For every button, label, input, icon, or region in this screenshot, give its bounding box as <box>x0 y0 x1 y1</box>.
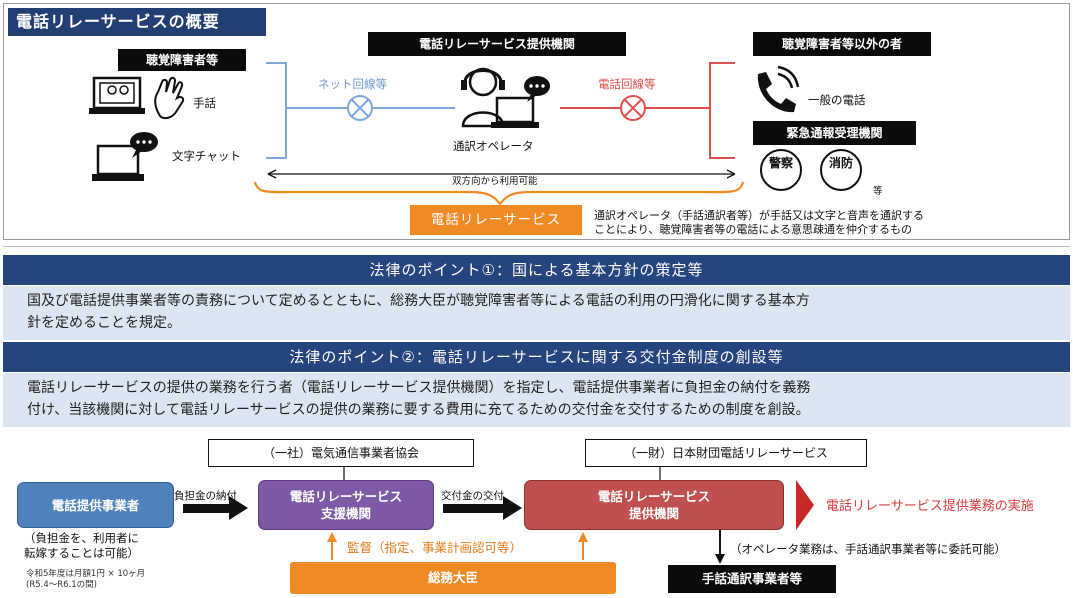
support-org-box: 電話リレーサービス 支援機関 <box>258 480 434 530</box>
operator-outsourcing-note: （オペレータ業務は、手話通訳事業者等に委託可能） <box>730 542 1006 556</box>
law-point-2-header: 法律のポイント②：電話リレーサービスに関する交付金制度の創設等 <box>3 342 1070 372</box>
etc-label: 等 <box>873 186 883 197</box>
implementation-label: 電話リレーサービス提供業務の実施 <box>826 499 1034 514</box>
hand-sign-icon <box>154 76 185 120</box>
phone-line-label: 電話回線等 <box>598 77 656 91</box>
support-org-line-2: 支援機関 <box>320 506 371 521</box>
supervision-label: 監督（指定、事業計画認可等） <box>347 540 523 555</box>
fee-note: 令和5年度は月額1円 × 10ヶ月 (R5.4～R6.1の間) <box>26 569 145 591</box>
nippon-foundation-label-box: （一財）日本財団電話リレーサービス <box>585 439 867 467</box>
provision-org-line-2: 提供機関 <box>628 506 679 521</box>
fee-note-line-1: 令和5年度は月額1円 × 10ヶ月 <box>26 569 146 579</box>
grant-label: 交付金の交付 <box>441 490 504 502</box>
text-chat-label: 文字チャット <box>172 149 241 163</box>
sign-language-label: 手話 <box>193 96 216 110</box>
overview-panel <box>3 3 1070 240</box>
provider-note: （負担金を、利用者に 転嫁することは可能） <box>24 531 139 561</box>
fire-badge: 消防 <box>820 149 862 191</box>
non-impaired-label: 聴覚障害者等以外の者 <box>753 32 931 56</box>
minister-box: 総務大臣 <box>290 562 616 594</box>
provision-org-box: 電話リレーサービス 提供機関 <box>524 480 784 530</box>
operator-label: 通訳オペレータ <box>453 139 534 153</box>
law-point-1-line-1: 国及び電話提供事業者等の責務について定めるとともに、総務大臣が聴覚障害者等による… <box>27 293 810 309</box>
burden-payment-label: 負担金の納付 <box>174 490 237 502</box>
fee-note-line-2: (R5.4～R6.1の間) <box>26 580 97 590</box>
law-point-1-body: 国及び電話提供事業者等の責務について定めるとともに、総務大臣が聴覚障害者等による… <box>3 286 1070 340</box>
tca-label-box: （一社）電気通信事業者協会 <box>208 439 474 467</box>
definition-line-1: 通訳オペレータ（手話通訳者等）が手話又は文字と音声を通訳する <box>594 209 924 222</box>
law-point-2-line-2: 付け、当該機関に対して電話リレーサービスの提供の業務に要する費用に充てるための交… <box>27 402 810 418</box>
law-point-1-header: 法律のポイント①：国による基本方針の策定等 <box>3 255 1070 285</box>
interpreter-companies-box: 手話通訳事業者等 <box>668 565 836 593</box>
provision-org-line-1: 電話リレーサービス <box>597 489 711 504</box>
phone-icon <box>757 65 800 113</box>
computer-sign-icon <box>89 76 145 114</box>
hearing-impaired-label: 聴覚障害者等 <box>118 49 246 71</box>
telecom-provider-box: 電話提供事業者 <box>17 482 174 528</box>
relay-service-badge: 電話リレーサービス <box>410 205 582 235</box>
law-point-2-body: 電話リレーサービスの提供の業務を行う者（電話リレーサービス提供機関）を指定し、電… <box>3 373 1070 427</box>
law-point-2-line-1: 電話リレーサービスの提供の業務を行う者（電話リレーサービス提供機関）を指定し、電… <box>27 380 811 396</box>
laptop-chat-icon <box>92 132 158 181</box>
definition-line-2: ことにより、聴覚障害者等の電話による意思疎通を仲介するもの <box>594 223 913 236</box>
general-phone-label: 一般の電話 <box>808 93 866 107</box>
overview-title: 電話リレーサービスの概要 <box>8 8 266 36</box>
law-point-1-line-2: 針を定めることを規定。 <box>27 315 181 331</box>
operator-headset-icon <box>461 67 550 128</box>
support-org-line-1: 電話リレーサービス <box>289 489 403 504</box>
both-ways-label: 双方向から利用可能 <box>452 176 538 187</box>
relay-provider-label: 電話リレーサービス提供機関 <box>368 32 626 56</box>
provider-note-line-2: 転嫁することは可能） <box>24 546 139 560</box>
net-line-label: ネット回線等 <box>318 77 387 91</box>
connection-lines <box>253 62 745 206</box>
police-badge: 警察 <box>760 149 802 191</box>
provider-note-line-1: （負担金を、利用者に <box>24 531 139 545</box>
divider <box>3 246 1070 247</box>
service-definition: 通訳オペレータ（手話通訳者等）が手話又は文字と音声を通訳する ことにより、聴覚障… <box>594 209 924 237</box>
emergency-receiver-label: 緊急通報受理機関 <box>753 121 916 145</box>
